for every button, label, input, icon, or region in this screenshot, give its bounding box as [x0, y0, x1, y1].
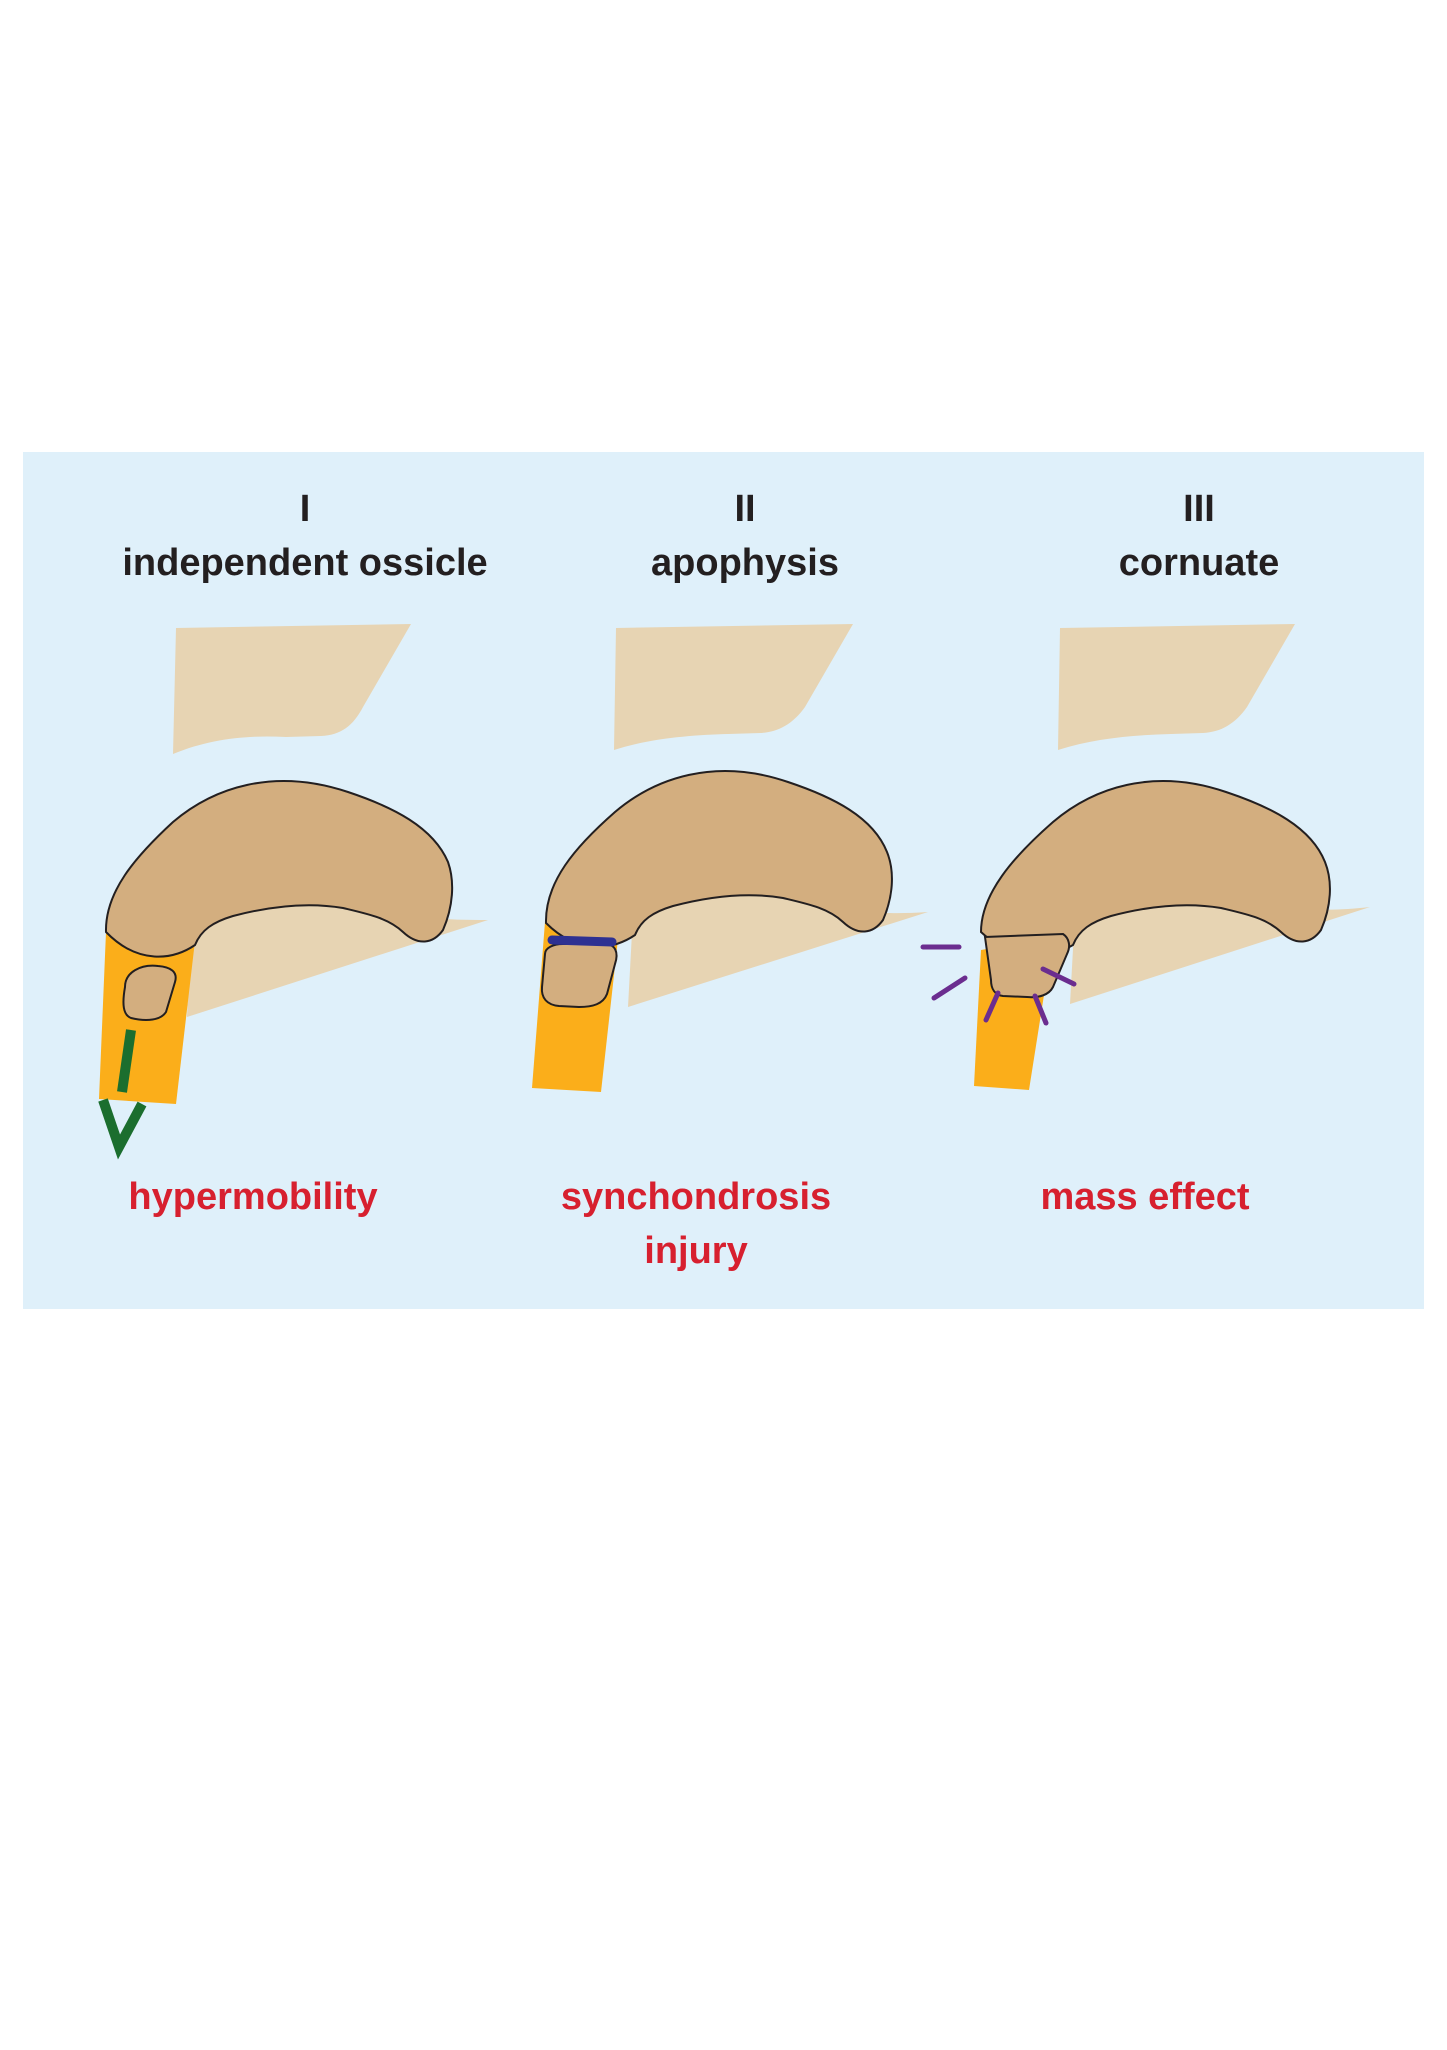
talus-shape-1 — [104, 780, 454, 958]
arrow-icon — [98, 1029, 147, 1160]
figure-panel: I independent ossicle II apophysis III c… — [23, 452, 1424, 1309]
synchondrosis-line — [547, 935, 617, 947]
mass-effect-lines — [920, 944, 1077, 1026]
column-1-caption: hypermobility — [53, 1170, 453, 1224]
caption-2-line-1: synchondrosis — [560, 1176, 832, 1218]
caption-2-line-2: injury — [644, 1230, 748, 1272]
talus-shape-2 — [544, 770, 893, 948]
cornuate-process-shape — [983, 932, 1071, 999]
column-2-numeral: II — [734, 488, 756, 530]
column-1-label: independent ossicle — [122, 542, 488, 584]
column-2-caption: synchondrosis injury — [496, 1170, 896, 1278]
ossicle-shape-1 — [122, 964, 177, 1021]
illustration-independent-ossicle — [98, 624, 488, 1160]
column-3-label: cornuate — [1118, 542, 1280, 584]
illustration-cornuate — [920, 624, 1370, 1090]
caption-3-line-1: mass effect — [1040, 1176, 1250, 1218]
os-trigonum-illustrations — [98, 624, 1370, 1160]
column-3-numeral: III — [1183, 488, 1215, 530]
tibia-shape-2 — [614, 624, 853, 750]
caption-1-line-1: hypermobility — [128, 1176, 378, 1218]
tibia-shape-3 — [1058, 624, 1295, 750]
column-2-title: II apophysis — [505, 482, 985, 590]
talus-shape-3 — [979, 780, 1331, 956]
tibia-shape-1 — [173, 624, 411, 754]
column-1-title: I independent ossicle — [65, 482, 545, 590]
column-2-label: apophysis — [651, 542, 839, 584]
column-3-title: III cornuate — [959, 482, 1439, 590]
column-3-caption: mass effect — [945, 1170, 1345, 1224]
column-1-numeral: I — [299, 488, 311, 530]
illustration-apophysis — [532, 624, 928, 1092]
posterior-process-shape-2 — [540, 943, 618, 1009]
